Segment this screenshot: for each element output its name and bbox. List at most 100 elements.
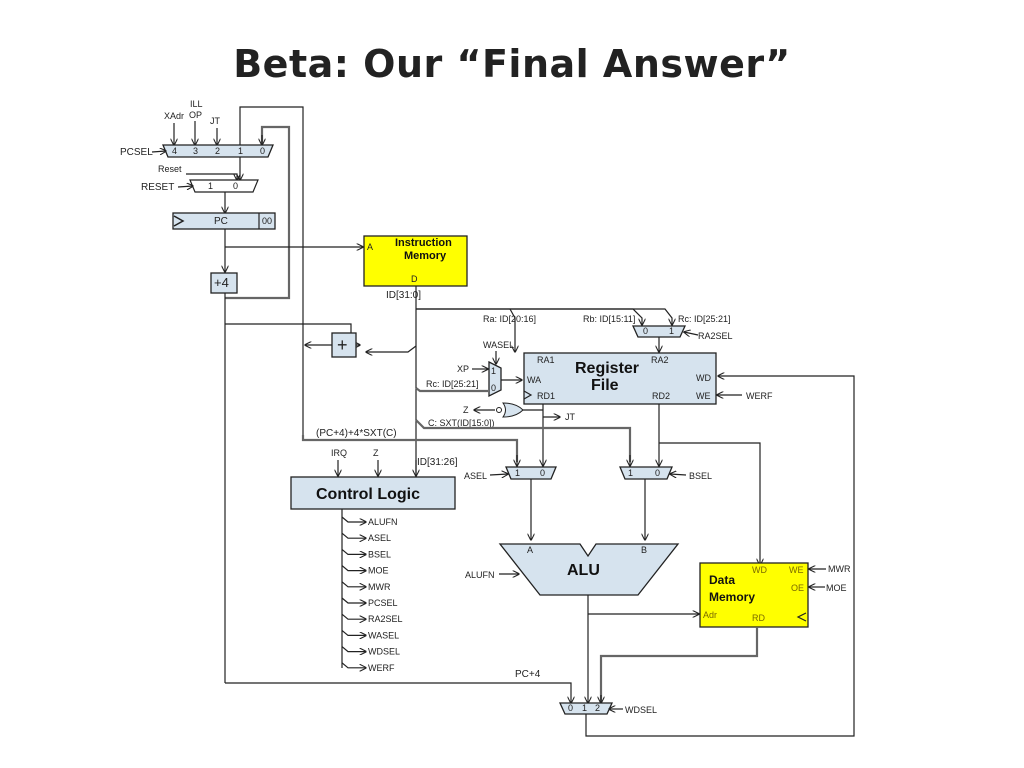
svg-text:Instruction: Instruction — [395, 237, 452, 249]
svg-text:0: 0 — [233, 181, 238, 191]
svg-text:1: 1 — [491, 366, 496, 376]
moe-label: MOE — [826, 583, 847, 593]
svg-text:0: 0 — [540, 468, 545, 478]
pcsel-label: PCSEL — [120, 147, 153, 158]
illop-label-2: OP — [189, 110, 202, 120]
svg-text:B: B — [641, 545, 647, 555]
branch-adder: + — [331, 332, 357, 358]
svg-text:OE: OE — [791, 583, 804, 593]
bsel-label: BSEL — [689, 471, 712, 481]
svg-text:WE: WE — [696, 391, 711, 401]
illop-label-1: ILL — [190, 99, 203, 109]
control-output-wire — [341, 565, 366, 571]
svg-text:4: 4 — [172, 146, 177, 156]
control-output-wdsel: WDSEL — [368, 647, 400, 657]
asel-mux: 1 0 — [505, 466, 557, 480]
svg-text:RA2: RA2 — [651, 355, 669, 365]
svg-text:A: A — [527, 545, 533, 555]
register-file: RA1 RA2 WA RD1 RD2 WD WE Register File — [523, 352, 717, 405]
svg-text:Memory: Memory — [709, 590, 755, 604]
svg-text:0: 0 — [491, 383, 496, 393]
svg-text:WD: WD — [696, 373, 711, 383]
xadr-label: XAdr — [164, 111, 184, 121]
slide-title: Beta: Our “Final Answer” — [233, 42, 791, 86]
svg-text:Data: Data — [709, 573, 735, 587]
svg-text:WD: WD — [752, 565, 767, 575]
svg-text:ALU: ALU — [567, 562, 600, 579]
plus4-adder: +4 — [210, 272, 238, 294]
svg-text:3: 3 — [193, 146, 198, 156]
mwr-label: MWR — [828, 564, 851, 574]
svg-text:Memory: Memory — [404, 250, 447, 262]
reset-mux: 1 0 — [189, 179, 259, 193]
control-output-wire — [341, 629, 366, 635]
control-output-mwr: MWR — [368, 582, 391, 592]
svg-text:WA: WA — [527, 375, 541, 385]
control-output-wasel: WASEL — [368, 630, 399, 640]
control-outputs: ALUFNASELBSELMOEMWRPCSELRA2SELWASELWDSEL… — [341, 516, 403, 673]
bsel-mux: 1 0 — [619, 466, 673, 480]
control-output-alufn: ALUFN — [368, 517, 398, 527]
svg-text:Control Logic: Control Logic — [316, 486, 420, 503]
svg-text:D: D — [411, 274, 418, 284]
control-output-wire — [341, 516, 366, 522]
id-output-label: ID[31:0] — [386, 290, 421, 301]
control-output-asel: ASEL — [368, 533, 391, 543]
svg-text:RD1: RD1 — [537, 391, 555, 401]
rc-label: Rc: ID[25:21] — [678, 314, 731, 324]
data-memory: WD WE OE Adr RD Data Memory — [699, 562, 809, 628]
svg-text:2: 2 — [595, 703, 600, 713]
reset-input-label: Reset — [158, 164, 182, 174]
branch-target-label: (PC+4)+4*SXT(C) — [316, 428, 397, 439]
svg-text:1: 1 — [238, 146, 243, 156]
control-output-pcsel: PCSEL — [368, 598, 398, 608]
wasel-label: WASEL — [483, 340, 514, 350]
svg-text:+: + — [337, 335, 348, 355]
instruction-memory: A Instruction Memory D — [363, 235, 468, 287]
pc4-label: PC+4 — [515, 669, 541, 680]
sxt-label: C: SXT(ID[15:0]) — [428, 418, 495, 428]
pc-register: PC 00 — [172, 212, 276, 230]
svg-text:WE: WE — [789, 565, 804, 575]
svg-text:0: 0 — [643, 326, 648, 336]
svg-text:1: 1 — [582, 703, 587, 713]
svg-text:RD2: RD2 — [652, 391, 670, 401]
wdsel-label: WDSEL — [625, 705, 657, 715]
irq-label: IRQ — [331, 448, 347, 458]
control-output-wire — [341, 581, 366, 587]
control-output-ra2sel: RA2SEL — [368, 614, 403, 624]
alufn-alu-label: ALUFN — [465, 570, 495, 580]
control-output-wire — [341, 662, 366, 668]
zero-detect-nor — [502, 402, 524, 418]
svg-text:1: 1 — [669, 326, 674, 336]
alu: A B ALU — [498, 543, 680, 596]
svg-text:1: 1 — [208, 181, 213, 191]
control-output-wire — [341, 613, 366, 619]
svg-text:Adr: Adr — [703, 610, 717, 620]
svg-text:A: A — [367, 242, 373, 252]
wasel-mux: 1 0 — [488, 360, 502, 398]
xp-label: XP — [457, 364, 469, 374]
rb-label: Rb: ID[15:11] — [583, 314, 635, 324]
svg-text:+4: +4 — [214, 275, 229, 290]
control-output-werf: WERF — [368, 663, 395, 673]
svg-text:0: 0 — [260, 146, 265, 156]
ra2sel-label: RA2SEL — [698, 331, 733, 341]
asel-label: ASEL — [464, 471, 487, 481]
svg-text:Register: Register — [575, 360, 639, 377]
jt-input-label: JT — [210, 116, 221, 126]
ra-label: Ra: ID[20:16] — [483, 314, 536, 324]
svg-text:1: 1 — [628, 468, 633, 478]
control-output-wire — [341, 646, 366, 652]
rc-wa-label: Rc: ID[25:21] — [426, 379, 479, 389]
control-output-wire — [341, 597, 366, 603]
svg-text:PC: PC — [214, 216, 228, 227]
svg-text:2: 2 — [215, 146, 220, 156]
svg-text:0: 0 — [568, 703, 573, 713]
control-output-wire — [341, 532, 366, 538]
svg-text:File: File — [591, 377, 619, 394]
pcsel-mux: 4 3 2 1 0 — [162, 144, 274, 158]
z-output-label: Z — [463, 405, 469, 415]
control-output-bsel: BSEL — [368, 549, 391, 559]
